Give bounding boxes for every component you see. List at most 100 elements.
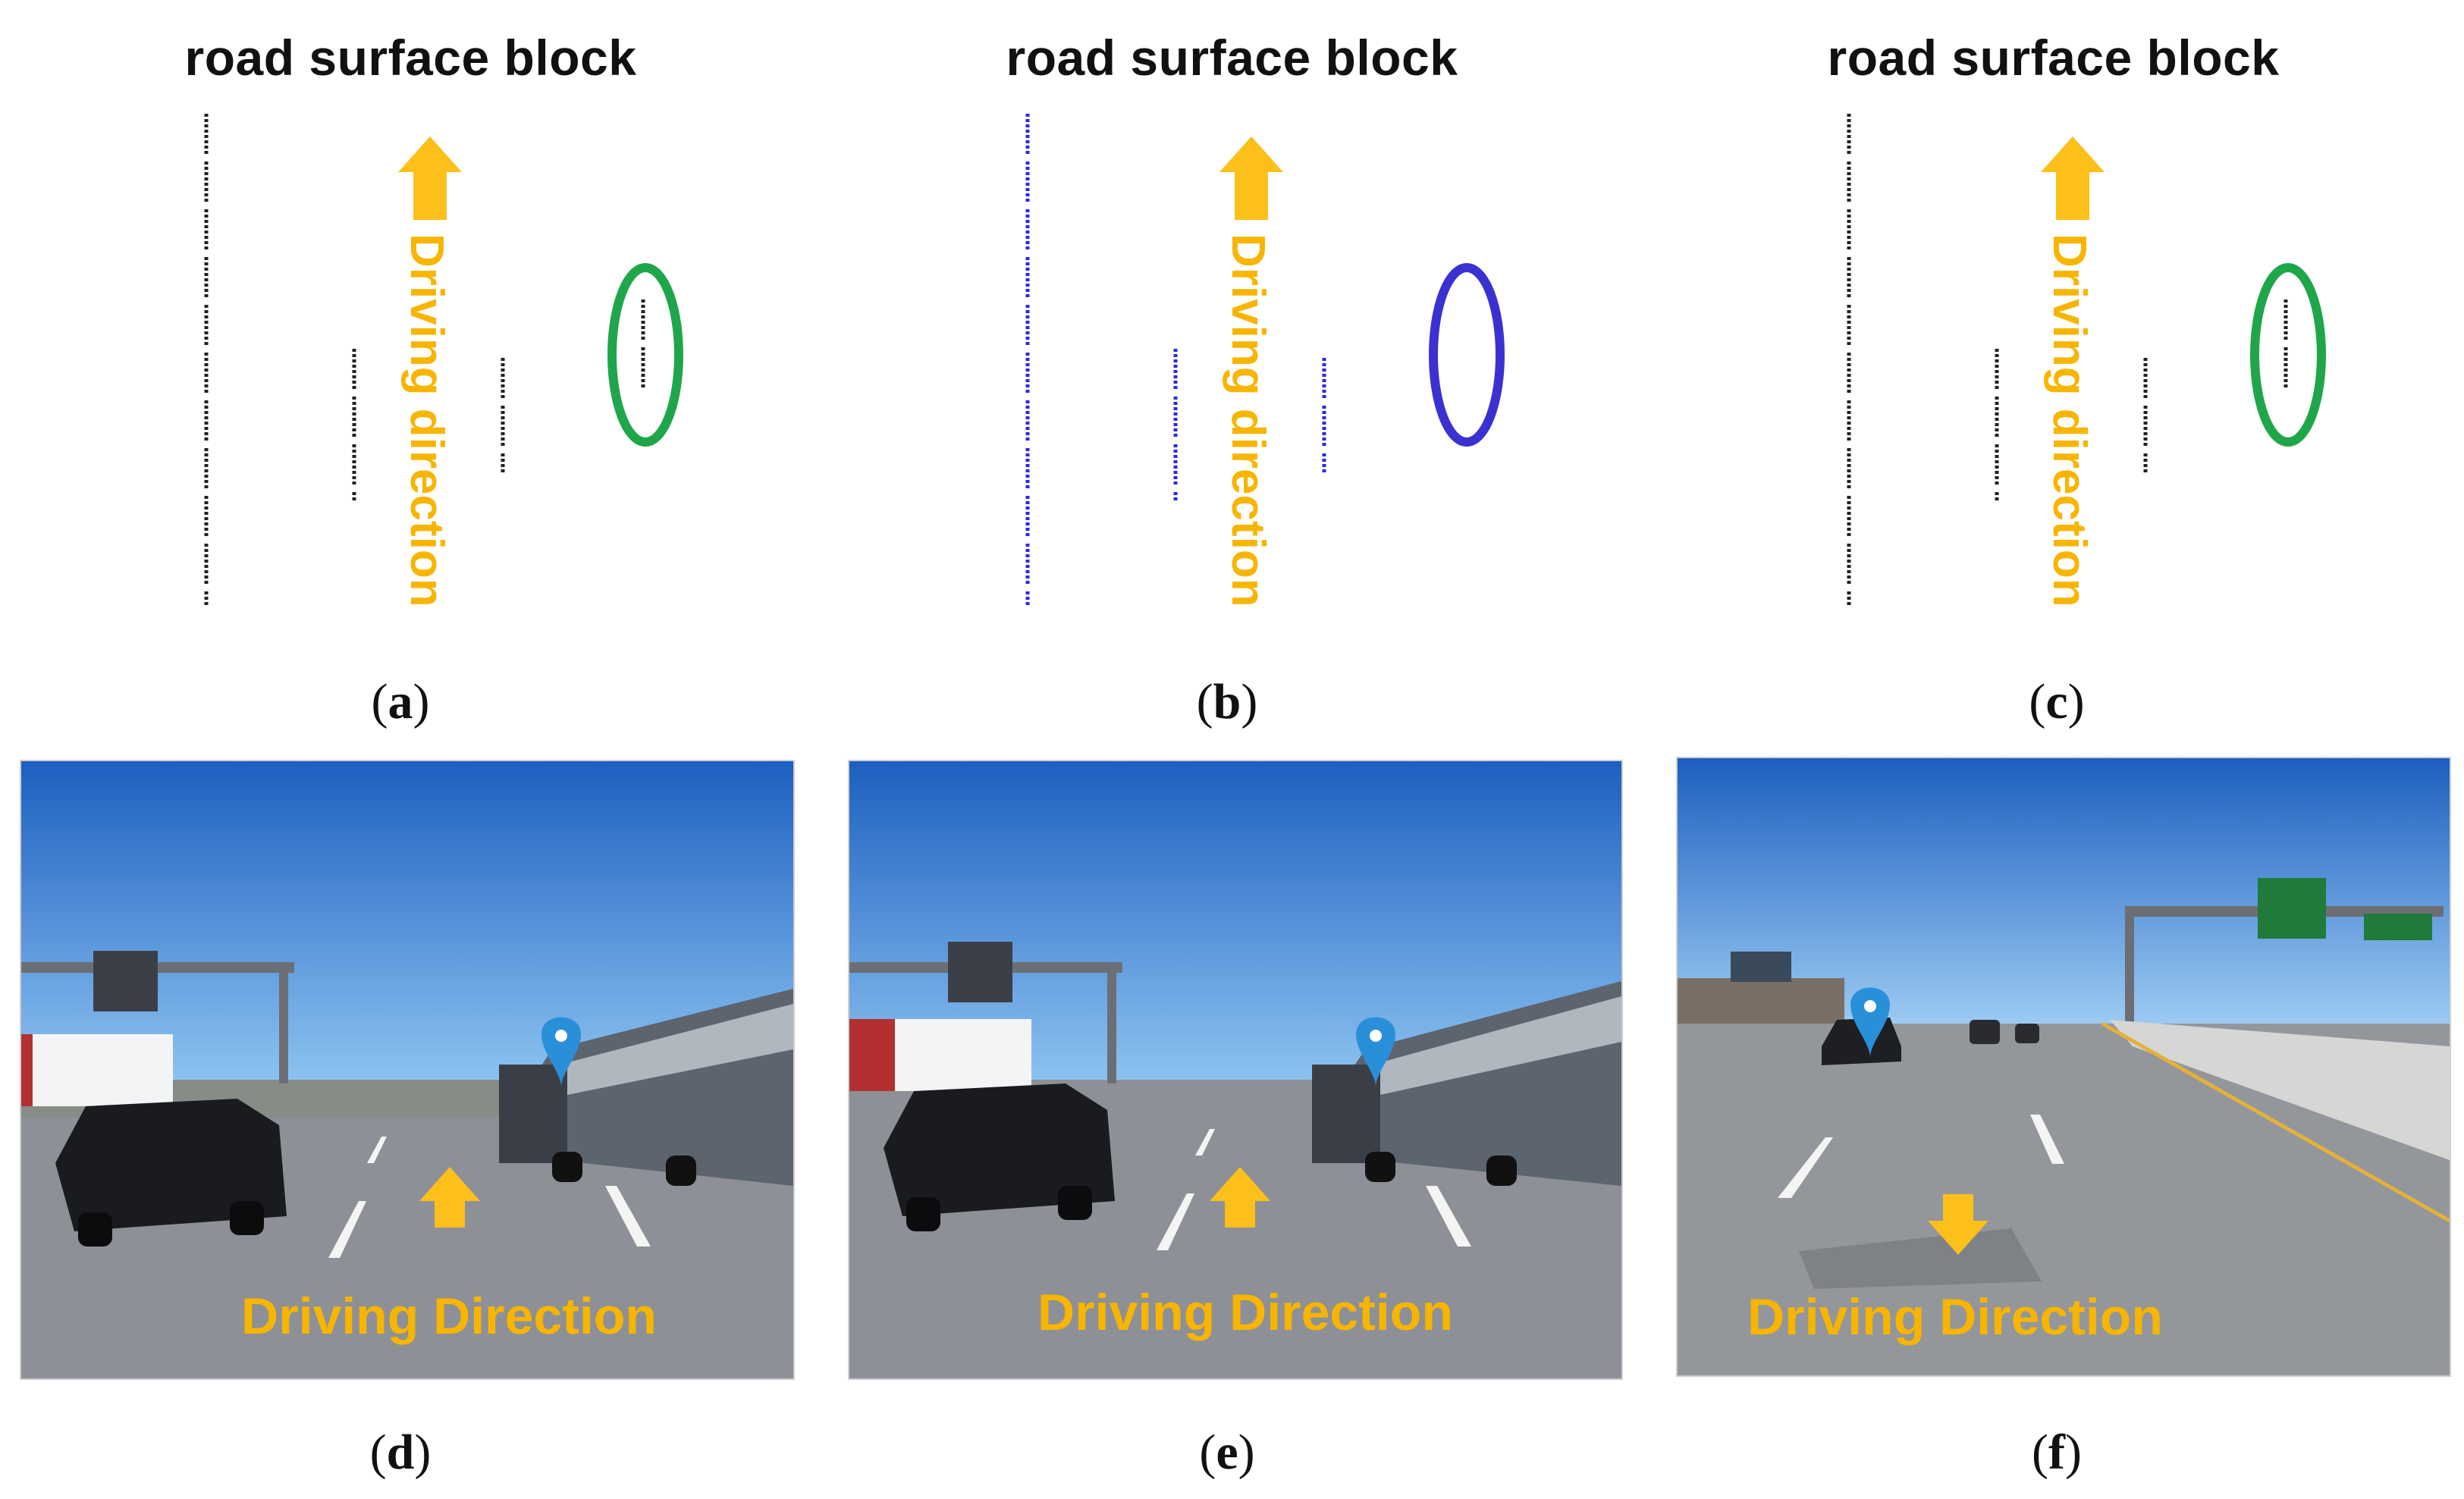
point-mark: [204, 241, 209, 244]
point-plot-a: Driving direction: [204, 114, 683, 607]
point-plot-c: Driving direction: [1847, 114, 2326, 607]
point-mark: [1847, 315, 1851, 318]
point-mark: [1847, 209, 1851, 212]
point-mark: [1025, 193, 1030, 196]
point-mark: [1025, 512, 1030, 515]
point-mark: [352, 365, 356, 368]
point-mark: [641, 326, 645, 329]
point-mark: [2284, 326, 2288, 329]
point-mark: [501, 437, 505, 441]
point-mark: [1173, 381, 1178, 384]
point-mark: [1322, 406, 1326, 409]
point-mark: [1025, 422, 1030, 425]
point-mark: [1322, 395, 1326, 398]
point-mark: [1847, 188, 1851, 191]
caption-a: (a): [371, 674, 430, 729]
point-mark: [501, 363, 505, 366]
point-mark: [1173, 397, 1178, 400]
point-mark: [204, 464, 209, 467]
point-mark: [204, 215, 209, 218]
point-mark: [1322, 432, 1326, 435]
point-mark: [352, 418, 356, 421]
point-mark: [204, 114, 209, 117]
point-mark: [1847, 400, 1851, 403]
point-mark: [352, 455, 356, 458]
point-mark: [1322, 411, 1326, 414]
point-mark: [204, 591, 209, 594]
point-mark: [2143, 374, 2148, 377]
point-column-left-edge: [1847, 114, 1851, 605]
point-column-lane-right: [2143, 358, 2148, 472]
point-mark: [1847, 321, 1851, 324]
point-mark: [501, 422, 505, 425]
point-mark: [1995, 423, 1999, 426]
point-mark: [1847, 177, 1851, 180]
point-mark: [641, 353, 645, 356]
point-mark: [204, 225, 209, 228]
point-mark: [1322, 443, 1326, 446]
point-mark: [2284, 305, 2288, 308]
point-mark: [204, 119, 209, 122]
point-mark: [1847, 432, 1851, 435]
point-mark: [1995, 386, 1999, 389]
point-mark: [641, 384, 645, 387]
point-mark: [1995, 370, 1999, 373]
point-mark: [204, 379, 209, 382]
point-mark: [1995, 365, 1999, 368]
point-mark: [1847, 146, 1851, 149]
point-mark: [352, 402, 356, 405]
point-mark: [501, 390, 505, 393]
point-mark: [1025, 475, 1030, 478]
location-pin-icon: [1356, 1017, 1395, 1087]
point-mark: [1995, 466, 1999, 469]
point-mark: [1847, 268, 1851, 271]
point-mark: [2143, 464, 2148, 467]
point-mark: [352, 476, 356, 479]
caption-e: (e): [1199, 1425, 1255, 1480]
point-mark: [1173, 428, 1178, 431]
point-mark: [1025, 119, 1030, 122]
point-mark: [1173, 492, 1178, 495]
arrow-label: Driving direction: [400, 234, 453, 607]
point-mark: [204, 326, 209, 329]
point-mark: [1025, 459, 1030, 462]
point-mark: [1025, 331, 1030, 334]
photo-label: Driving Direction: [241, 1287, 657, 1345]
point-mark: [501, 379, 505, 382]
arrow-label: Driving direction: [2043, 234, 2095, 607]
point-mark: [1847, 427, 1851, 430]
point-mark: [501, 443, 505, 446]
point-mark: [204, 453, 209, 456]
point-mark: [501, 464, 505, 467]
point-mark: [1025, 262, 1030, 265]
point-mark: [1025, 236, 1030, 239]
point-mark: [1995, 412, 1999, 416]
point-mark: [1847, 374, 1851, 377]
point-mark: [1847, 512, 1851, 515]
point-mark: [1847, 337, 1851, 340]
point-mark: [1173, 460, 1178, 463]
point-mark: [352, 450, 356, 453]
point-mark: [1847, 448, 1851, 451]
point-mark: [352, 354, 356, 357]
arrow-label: Driving direction: [1222, 234, 1274, 607]
point-mark: [1322, 379, 1326, 382]
point-mark: [2143, 358, 2148, 361]
point-mark: [1025, 570, 1030, 573]
point-mark: [1173, 476, 1178, 479]
point-mark: [1173, 370, 1178, 373]
point-mark: [204, 565, 209, 568]
point-mark: [1025, 114, 1030, 117]
point-mark: [1025, 342, 1030, 345]
point-mark: [204, 342, 209, 345]
point-mark: [1025, 321, 1030, 324]
point-mark: [1322, 390, 1326, 393]
point-mark: [1995, 407, 1999, 410]
highlight-ellipse: [607, 263, 683, 447]
point-mark: [1995, 492, 1999, 495]
point-mark: [1322, 459, 1326, 462]
point-mark: [1025, 140, 1030, 143]
point-mark: [1322, 427, 1326, 430]
point-mark: [1173, 359, 1178, 362]
point-mark: [641, 299, 645, 303]
